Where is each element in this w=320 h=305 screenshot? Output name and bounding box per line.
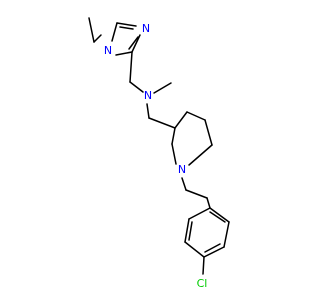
bond-ch2-aryl [206, 197, 211, 209]
bond-pip-c6-n [188, 144, 213, 166]
bond-ar-c2-c3-double [188, 221, 193, 241]
bond-ar-c2-c3 [184, 218, 190, 243]
bond-ar-c4-c5-double [204, 243, 221, 253]
bond-ar-cl [202, 256, 205, 275]
bond-c2-ch2 [129, 51, 133, 83]
bond-layer [88, 17, 230, 275]
bond-imidazole-c5-c4-double [119, 26, 134, 30]
bond-imidazole-c2-n1 [115, 51, 133, 56]
atom-label-n-imidazole-2: N [142, 22, 150, 35]
atom-label-n-amine: N [144, 89, 152, 102]
bond-pip-c4-c5 [186, 111, 206, 121]
molecule-structure: N N N N Cl [88, 17, 230, 290]
bond-pip-c3-c4 [174, 111, 188, 129]
bond-imidazole-n3-c2-double [128, 36, 139, 50]
bond-pip-n-c2 [171, 143, 177, 165]
bond-ch2-namine [129, 81, 144, 93]
bond-ethyl-ch3-ch2 [88, 17, 95, 43]
bond-ch2-ch2 [185, 189, 208, 199]
atom-label-layer: N N N N Cl [104, 22, 207, 290]
bond-namine-ch2 [146, 103, 150, 119]
bond-imidazole-n3-c2 [131, 34, 141, 53]
bond-pip-c5-c6 [204, 119, 213, 146]
bond-ar-c1-c2 [188, 207, 211, 220]
bond-ethyl-ch2-n [93, 34, 102, 43]
molecule-canvas: N N N N Cl [88, 17, 230, 290]
bond-ar-c4-c5 [203, 246, 225, 258]
bond-ar-c6-c1-double [209, 211, 226, 223]
bond-namine-methyl [153, 82, 172, 94]
bond-pip-c2-c3 [171, 127, 176, 145]
bond-imidazole-c5-c4 [116, 22, 137, 27]
bond-npip-ch2 [181, 177, 187, 191]
atom-label-n-piperidine: N [178, 163, 186, 176]
bond-ar-c3-c4 [184, 241, 205, 258]
bond-ch2-piperidine [148, 117, 176, 129]
bond-ar-c5-c6 [223, 221, 230, 248]
bond-ar-c6-c1 [209, 207, 230, 223]
atom-label-cl: Cl [197, 277, 208, 290]
bond-imidazole-n1-c5 [111, 22, 118, 42]
atom-label-n-imidazole-1: N [104, 44, 112, 57]
